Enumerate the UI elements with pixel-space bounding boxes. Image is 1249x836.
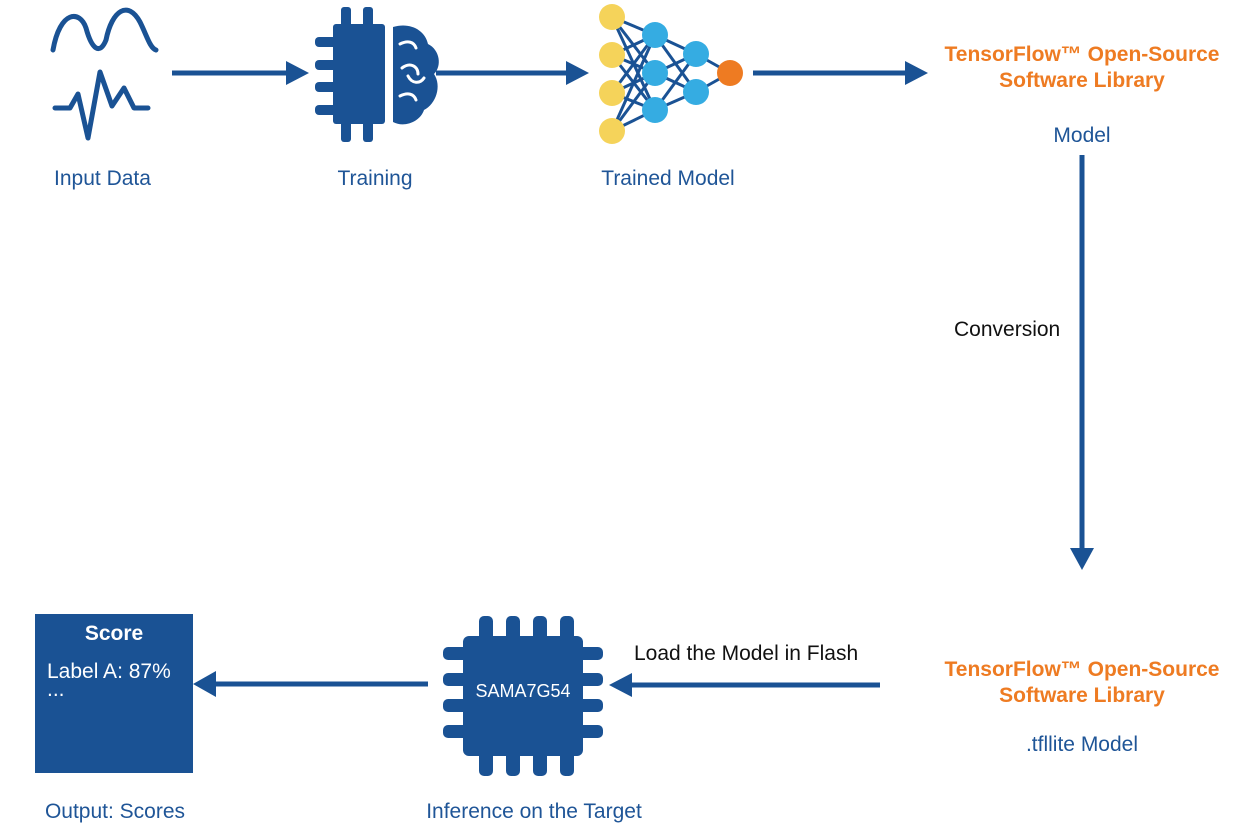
network-connection — [610, 34, 657, 132]
neural-network-icon — [599, 4, 743, 144]
score-ellipsis: ... — [47, 678, 65, 701]
hidden-neuron — [642, 22, 668, 48]
hidden-neuron — [683, 79, 709, 105]
tensorflow-title-line1: TensorFlow™ Open-Source — [944, 43, 1220, 66]
tensorflow-model-block: TensorFlow™ Open-Source Software Library — [932, 42, 1232, 94]
hidden-neuron — [642, 97, 668, 123]
hidden-neuron — [642, 60, 668, 86]
hidden-neuron — [683, 41, 709, 67]
input-neuron — [599, 4, 625, 30]
trained-model-label: Trained Model — [601, 167, 735, 190]
conversion-label: Conversion — [954, 318, 1061, 341]
model-label: Model — [1053, 124, 1111, 147]
arrow-chip-to-score — [193, 671, 428, 697]
tensorflow-title-line2: Software Library — [999, 69, 1165, 92]
pulse-wave — [52, 69, 151, 141]
tensorflow-title-line2: Software Library — [999, 684, 1165, 707]
arrow-conversion — [1070, 155, 1094, 570]
output-neuron — [717, 60, 743, 86]
chip-brain-icon — [315, 7, 439, 142]
arrow-load-to-chip — [609, 673, 880, 697]
chip-name: SAMA7G54 — [475, 681, 571, 701]
load-model-label: Load the Model in Flash — [634, 642, 859, 665]
inference-label: Inference on the Target — [426, 800, 642, 823]
input-neuron — [599, 118, 625, 144]
input-neuron — [599, 80, 625, 106]
waveform-signal-icon — [50, 7, 159, 141]
input-data-label: Input Data — [54, 167, 151, 190]
tflite-model-label: .tfllite Model — [1025, 733, 1139, 756]
arrow-model-to-tensorflow — [753, 61, 928, 85]
sine-wave — [50, 7, 159, 53]
output-scores-label: Output: Scores — [44, 800, 186, 823]
score-label-a: Label A: 87% — [47, 660, 171, 683]
input-neuron — [599, 42, 625, 68]
score-title: Score — [84, 622, 144, 645]
microcontroller-chip-icon — [443, 616, 603, 776]
score-box: Score Label A: 87% ... — [35, 614, 193, 773]
arrow-input-to-training — [172, 61, 309, 85]
tensorflow-title-line1: TensorFlow™ Open-Source — [944, 658, 1220, 681]
arrow-training-to-model — [436, 61, 589, 85]
tensorflow-tflite-block: TensorFlow™ Open-Source Software Library — [932, 657, 1232, 709]
training-label: Training — [337, 167, 413, 190]
